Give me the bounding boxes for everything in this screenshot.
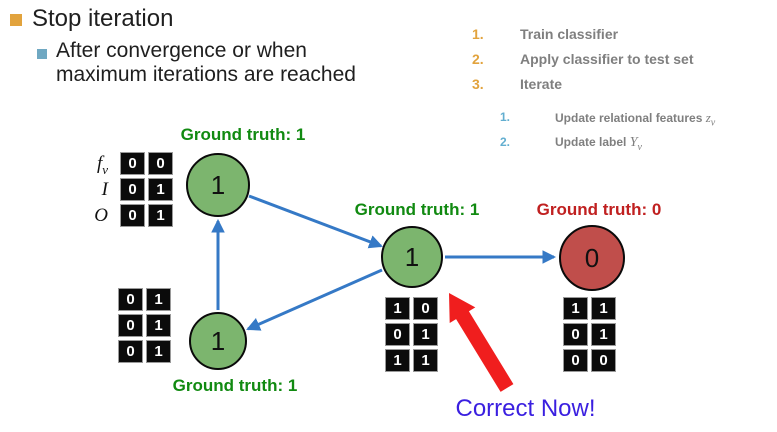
- matrix-cell: 0: [118, 340, 143, 363]
- feature-label-i: I: [101, 179, 108, 200]
- correct-now-arrow-icon: [449, 293, 514, 392]
- correct-now-annotation: Correct Now!: [455, 395, 596, 422]
- feature-label-fv: fv: [96, 153, 108, 177]
- feature-label-o: O: [94, 205, 108, 226]
- substep-2-label: Update label Yv: [555, 135, 642, 153]
- graph-node-bottom-left: 1: [189, 312, 247, 370]
- sub-bullet-square-icon: [37, 49, 47, 59]
- ground-truth-label-right: Ground truth: 0: [536, 200, 662, 219]
- ground-truth-label-bottom-left: Ground truth: 1: [172, 376, 298, 395]
- slide-title: Stop iteration: [32, 5, 174, 32]
- matrix-cell: 0: [591, 349, 616, 372]
- matrix-cell: 1: [413, 323, 438, 346]
- graph-node-right: 0: [559, 225, 625, 291]
- matrix-cell: 1: [148, 204, 173, 227]
- matrix-cell: 0: [563, 323, 588, 346]
- ground-truth-label-center: Ground truth: 1: [354, 200, 480, 219]
- feature-matrix-top-left: 0 0 0 1 0 1: [120, 152, 173, 227]
- matrix-cell: 0: [563, 349, 588, 372]
- matrix-cell: 1: [563, 297, 588, 320]
- matrix-cell: 0: [120, 152, 145, 175]
- step-2-label: Apply classifier to test set: [520, 51, 694, 67]
- matrix-cell: 1: [385, 349, 410, 372]
- matrix-cell: 0: [385, 323, 410, 346]
- matrix-cell: 0: [118, 288, 143, 311]
- step-3-label: Iterate: [520, 76, 563, 92]
- graph-node-top-left: 1: [186, 153, 250, 217]
- step-1-number: 1.: [472, 26, 484, 42]
- matrix-cell: 1: [146, 314, 171, 337]
- step-2-number: 2.: [472, 51, 484, 67]
- graph-node-center: 1: [381, 226, 443, 288]
- matrix-cell: 0: [120, 204, 145, 227]
- matrix-cell: 1: [146, 288, 171, 311]
- matrix-cell: 1: [385, 297, 410, 320]
- matrix-cell: 1: [413, 349, 438, 372]
- matrix-cell: 0: [413, 297, 438, 320]
- matrix-cell: 1: [591, 323, 616, 346]
- slide-subtitle: After convergence or when maximum iterat…: [56, 39, 356, 86]
- matrix-cell: 1: [148, 178, 173, 201]
- matrix-cell: 0: [120, 178, 145, 201]
- step-1-label: Train classifier: [520, 26, 619, 42]
- edge-c-to-b-arrow-icon: [246, 268, 383, 331]
- matrix-cell: 1: [591, 297, 616, 320]
- matrix-cell: 1: [146, 340, 171, 363]
- ground-truth-label-top-left: Ground truth: 1: [180, 125, 306, 144]
- feature-row-labels: fv I O: [64, 152, 108, 230]
- matrix-cell: 0: [118, 314, 143, 337]
- feature-matrix-right: 1 1 0 1 0 0: [563, 297, 616, 372]
- step-3-number: 3.: [472, 76, 484, 92]
- substep-1-label: Update relational features zv: [555, 110, 716, 129]
- feature-matrix-bottom-left: 0 1 0 1 0 1: [118, 288, 171, 363]
- feature-matrix-center: 1 0 0 1 1 1: [385, 297, 438, 372]
- substep-2-number: 2.: [500, 135, 511, 149]
- substep-1-number: 1.: [500, 110, 511, 124]
- matrix-cell: 0: [148, 152, 173, 175]
- bullet-square-icon: [10, 14, 22, 26]
